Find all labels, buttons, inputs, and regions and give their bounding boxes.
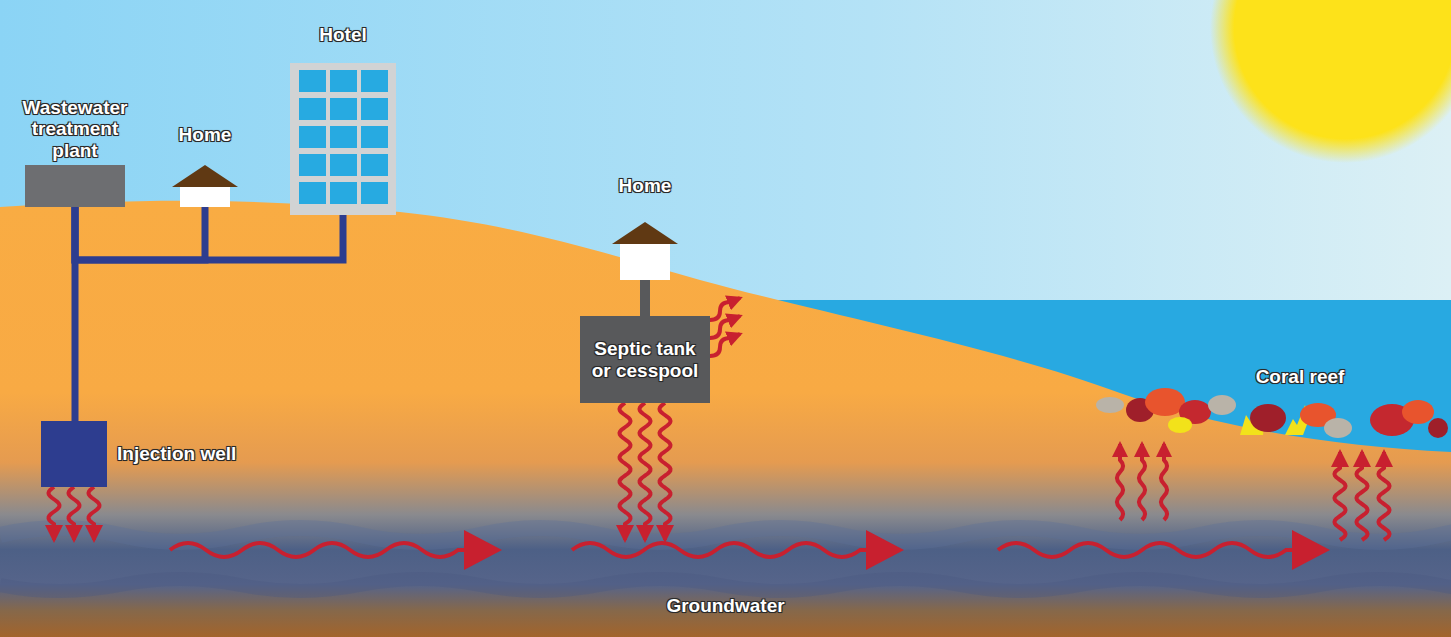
seepage-arrow-stroke (620, 403, 631, 540)
discharge-arrow-stroke (1335, 452, 1346, 540)
flow-arrow (170, 298, 1326, 557)
hotel-facade (290, 63, 396, 215)
node-label: Home (619, 175, 672, 196)
seepage-arrow-stroke (89, 487, 100, 540)
coral-reef-label: Coral reef (1160, 366, 1440, 452)
hotel-window (299, 154, 326, 176)
seepage-arrow (49, 487, 100, 540)
home-holder (172, 165, 238, 207)
node-label: Injection well (117, 443, 236, 464)
sewer-pipe (75, 207, 205, 260)
groundwater-wave (0, 528, 1451, 542)
seepage-arrow-stroke (660, 403, 671, 540)
seepage-arrow-stroke (49, 487, 60, 540)
drain-pipe (645, 280, 646, 316)
hotel-window (330, 98, 357, 120)
hotel-window (299, 126, 326, 148)
coral-reef (1096, 388, 1448, 438)
node-label: Home (179, 124, 232, 145)
hotel-window (330, 154, 357, 176)
hotel-window (361, 182, 388, 204)
injection-well-shape (41, 421, 107, 487)
house-roof (612, 222, 678, 244)
seepage-arrow-stroke (640, 403, 651, 540)
hotel-window (361, 126, 388, 148)
house-roof (172, 165, 238, 187)
sun (1210, 0, 1451, 163)
hotel-window (299, 182, 326, 204)
hotel-shape (290, 63, 396, 215)
hotel-window (361, 70, 388, 92)
hotel-window (299, 98, 326, 120)
seepage-arrow-stroke (69, 487, 80, 540)
injection-well-body (41, 421, 107, 487)
septic-tank: Septic tank or cesspool (580, 316, 710, 403)
hotel-window (330, 126, 357, 148)
discharge-arrow-stroke (1357, 452, 1368, 540)
sewer-pipe (75, 207, 76, 421)
home: Home (172, 124, 238, 207)
node-label: Wastewater treatment plant (10, 97, 140, 161)
home-shape (612, 222, 678, 280)
injection-well: Injection well (41, 421, 241, 487)
house-wall (180, 186, 230, 207)
hotel-window (361, 154, 388, 176)
treatment-plant-holder (25, 165, 125, 207)
node-label: Hotel (319, 24, 367, 45)
treatment-plant: Wastewater treatment plant (8, 97, 142, 207)
treatment-plant-shape (25, 165, 125, 207)
hotel-holder (290, 63, 396, 215)
node-label: Septic tank or cesspool (586, 338, 704, 381)
home-holder (612, 222, 678, 280)
groundwater-band: Groundwater (0, 540, 1451, 616)
house-wall (620, 243, 670, 280)
hotel-window (330, 70, 357, 92)
hotel-window (299, 70, 326, 92)
sewer-pipe-stroke (72, 207, 79, 421)
hill-ground (0, 201, 1451, 637)
hotel-window (361, 98, 388, 120)
discharge-arrow (1335, 452, 1390, 540)
sewer-pipe-stroke (75, 207, 205, 260)
node-label: Coral reef (1256, 366, 1345, 387)
home-shape (172, 165, 238, 207)
treatment-plant-body (25, 165, 125, 207)
groundwater-wave (0, 579, 1451, 591)
discharge-arrow-stroke (1379, 452, 1390, 540)
drain-pipe-stroke (640, 280, 650, 316)
hotel-window (330, 182, 357, 204)
home: Home (612, 175, 678, 280)
hotel: Hotel (290, 24, 396, 215)
injection-well-holder (41, 421, 107, 487)
node-label: Groundwater (666, 595, 784, 616)
seepage-arrow (620, 403, 671, 540)
